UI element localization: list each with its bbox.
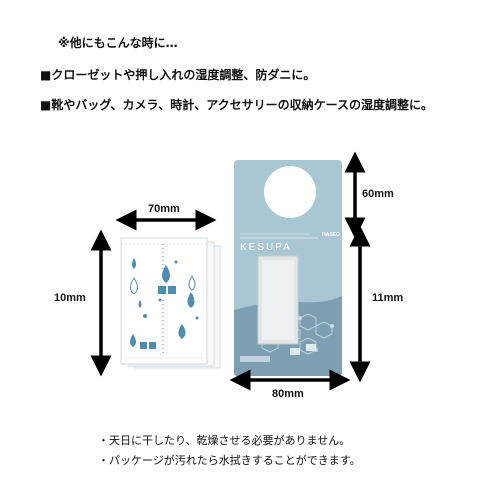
drop-icon	[138, 300, 142, 308]
note-wipe-clean: ・パッケージが汚れたら水拭きすることができます。	[98, 454, 361, 467]
dimension-tag-width: 80mm	[272, 388, 304, 400]
kesupa-tag: KESUPA HASEO	[234, 160, 342, 376]
dimension-tag-height: 11mm	[372, 292, 404, 304]
tag-maker: HASEO	[322, 232, 340, 238]
tag-brand: KESUPA	[240, 242, 292, 253]
use-item-storage-case: ■靴やバッグ、カメラ、時計、アクセサリーの収納ケースの湿度調整に。	[40, 98, 434, 112]
drop-outline-icon	[188, 275, 196, 291]
drop-outline-icon	[130, 277, 138, 295]
drop-icon	[187, 292, 195, 308]
dimension-sachet-width: 70mm	[148, 203, 180, 215]
sachet-stack	[120, 237, 221, 369]
dimension-tag-top: 60mm	[362, 188, 394, 200]
drop-icon	[132, 258, 136, 269]
drop-icon	[130, 334, 136, 347]
use-item-closet: ■クローゼットや押し入れの湿度調整、防ダニに。	[40, 68, 316, 82]
dimension-sachet-height: 10mm	[54, 292, 86, 304]
hanger-hole	[264, 166, 316, 218]
drop-icon	[162, 265, 170, 283]
note-no-drying: ・天日に干したり、乾燥させる必要がありません。	[98, 434, 351, 447]
drop-icon	[178, 324, 186, 339]
page-heading: ※他にもこんな時に…	[58, 36, 178, 50]
